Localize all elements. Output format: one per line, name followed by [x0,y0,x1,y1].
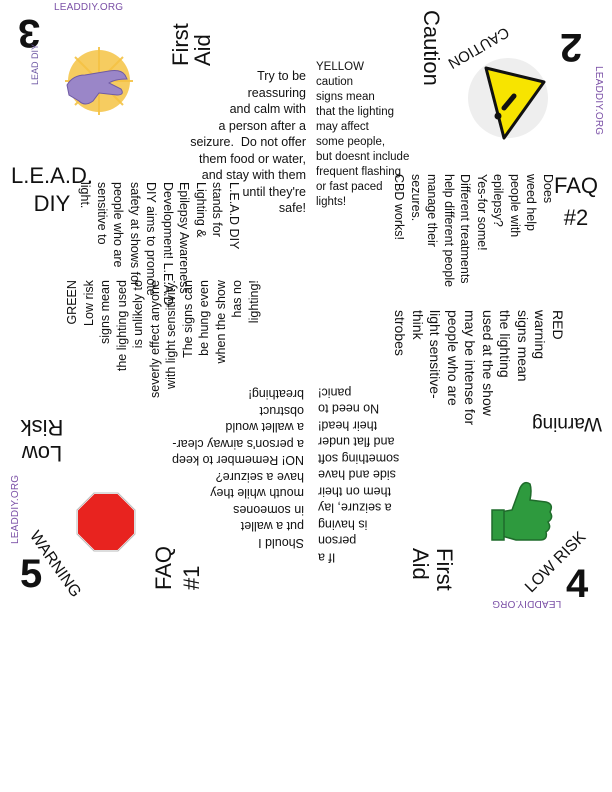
caution-triangle-icon [468,58,548,140]
panel-number-2: 2 [560,25,583,69]
low-risk-left-label: Low Risk [20,415,64,466]
faq1-title: FAQ #1 [151,545,204,590]
warning-stop-sign [74,490,138,554]
caution-sign [458,52,560,144]
site-url-top-right: LEADDIY.ORG [593,66,604,136]
lead-diy-logo-text: LEAD DIY [30,43,40,85]
lead-diy-logo [55,45,133,123]
first-aid-bottom-title: First Aid [408,548,457,591]
lead-diy-title: L.E.A.D. DIY [11,163,93,216]
first-aid-top-title: First Aid [168,23,215,66]
site-url-top-left: LEADDIY.ORG [54,2,124,13]
panel-number-4: 4 [566,562,589,606]
site-url-bottom-left: LEADDIY.ORG [10,474,21,544]
thumbs-up-icon [491,481,553,541]
warning-right-label: Warning [532,413,603,434]
stop-sign-icon [76,492,136,552]
first-aid-top-text: Try to be reassuring and calm with a per… [190,69,306,215]
caution-yellow-text: YELLOW caution signs mean that the light… [316,61,410,208]
rock-hand-icon [65,47,133,115]
faq1-text: Should I put a wallet in someones mouth … [172,387,304,551]
faq2-text: Does weed help people with epilepsy? Yes… [392,174,556,288]
faq2-title: FAQ #2 [553,173,598,230]
caution-title: Caution [419,10,444,86]
site-url-bottom-right: LEADDIY.ORG [492,598,562,609]
low-risk-thumb [490,478,556,552]
panel-number-5: 5 [20,552,43,596]
first-aid-bottom-text: If a person is having a seizure, lay the… [318,385,400,565]
lead-diy-green: GREEN Low risk signs mean the lighting u… [65,280,261,398]
